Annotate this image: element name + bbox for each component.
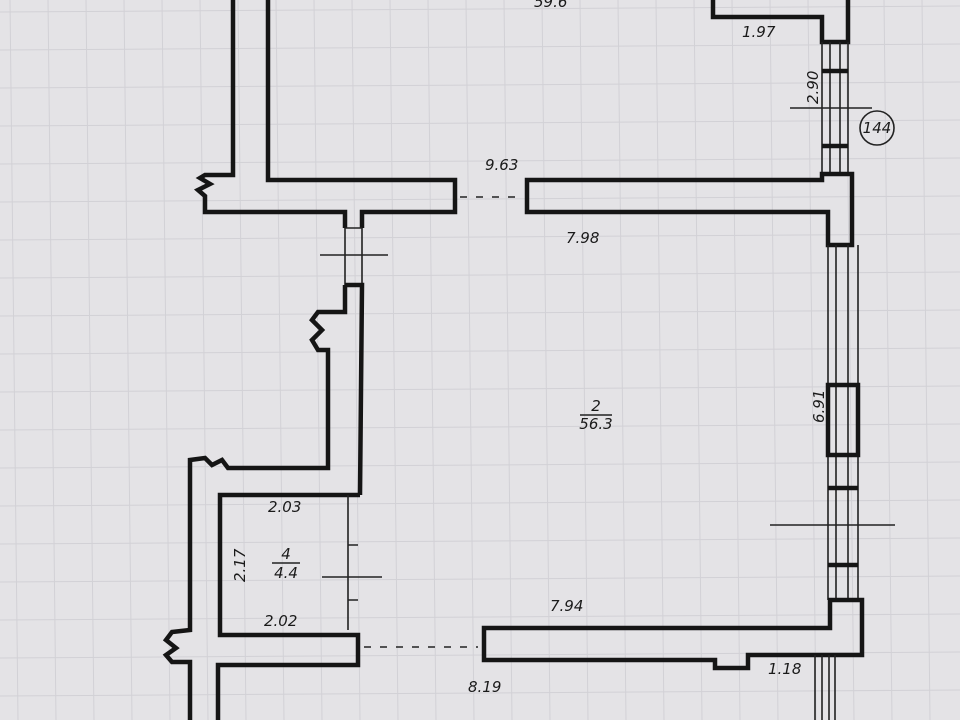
grid-line bbox=[351, 0, 361, 720]
grid-line bbox=[0, 309, 960, 317]
grid-line bbox=[0, 81, 960, 89]
grid-line bbox=[617, 0, 627, 720]
grid-line bbox=[161, 0, 171, 720]
grid-line bbox=[541, 0, 551, 720]
grid-line bbox=[579, 0, 589, 720]
grid-line bbox=[0, 499, 960, 507]
grid-line bbox=[389, 0, 399, 720]
door-upper bbox=[344, 227, 363, 286]
grid-line bbox=[0, 385, 960, 393]
grid-line bbox=[47, 0, 57, 720]
grid-line bbox=[85, 0, 95, 720]
grid-line bbox=[9, 0, 19, 720]
grid-line bbox=[0, 5, 960, 13]
left-wall-upper bbox=[193, 0, 458, 228]
room4-window bbox=[347, 495, 358, 630]
left-wall-middle bbox=[162, 282, 365, 720]
middle-wall bbox=[524, 171, 855, 248]
grid-line bbox=[0, 423, 960, 431]
window-mullion bbox=[822, 68, 848, 149]
dim-bottom-wall: 7.94 bbox=[550, 597, 583, 615]
grid-line bbox=[731, 0, 741, 720]
grid-line bbox=[0, 575, 960, 583]
grid-line bbox=[0, 195, 960, 203]
dim-bottom-right: 1.18 bbox=[768, 660, 801, 678]
grid-line bbox=[465, 0, 475, 720]
grid-line bbox=[0, 119, 960, 127]
dim-mid-wall: 7.98 bbox=[566, 229, 599, 247]
grid-line bbox=[0, 537, 960, 545]
grid-line bbox=[769, 0, 779, 720]
grid-line bbox=[199, 0, 209, 720]
grid-line bbox=[0, 461, 960, 469]
grid-line bbox=[0, 271, 960, 279]
top-area-label: 59.6 bbox=[534, 0, 567, 11]
grid-line bbox=[0, 689, 960, 697]
right-window-pier bbox=[825, 382, 861, 568]
room4-area: 4.4 bbox=[274, 564, 298, 582]
grid-line bbox=[123, 0, 133, 720]
grid-line bbox=[0, 233, 960, 241]
grid-line bbox=[655, 0, 665, 720]
right-window bbox=[827, 245, 859, 600]
dim-room4-bottom: 2.02 bbox=[264, 612, 297, 630]
top-window bbox=[821, 42, 849, 172]
grid-line bbox=[0, 43, 960, 51]
dim-right-window: 6.91 bbox=[810, 390, 828, 423]
room2-number: 2 bbox=[591, 397, 601, 415]
bottom-wall bbox=[481, 597, 865, 671]
top-right-wall bbox=[710, 0, 851, 45]
dim-corridor: 9.63 bbox=[485, 156, 518, 174]
dim-top-right: 1.97 bbox=[742, 23, 776, 41]
dim-room4-top: 2.03 bbox=[268, 498, 301, 516]
grid-line bbox=[693, 0, 703, 720]
grid-line bbox=[313, 0, 323, 720]
grid-line bbox=[237, 0, 247, 720]
grid-line bbox=[427, 0, 437, 720]
room4-number: 4 bbox=[281, 545, 291, 563]
bottom-right-window bbox=[814, 655, 836, 720]
marker-circle bbox=[859, 110, 895, 146]
grid-line bbox=[0, 347, 960, 355]
room4-walls bbox=[215, 492, 361, 720]
dim-room4-side: 2.17 bbox=[231, 548, 249, 582]
grid-line bbox=[883, 0, 893, 720]
room2-area: 56.3 bbox=[579, 415, 612, 433]
grid-line bbox=[275, 0, 285, 720]
grid-line bbox=[0, 157, 960, 165]
grid-line bbox=[503, 0, 513, 720]
dim-top-window: 2.90 bbox=[804, 71, 822, 104]
grid-line bbox=[0, 613, 960, 621]
grid-line bbox=[807, 0, 817, 720]
dim-bottom-opening: 8.19 bbox=[468, 678, 501, 696]
marker-label: 144 bbox=[863, 119, 892, 137]
grid-line bbox=[921, 0, 931, 720]
